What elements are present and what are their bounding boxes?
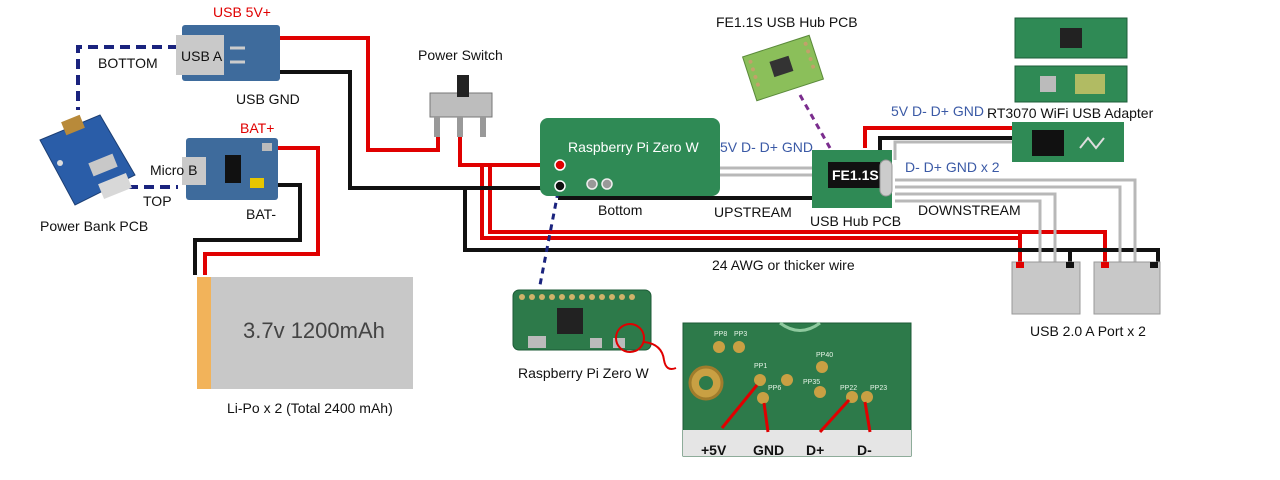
lipo-label: Li-Po x 2 (Total 2400 mAh)	[227, 400, 393, 416]
pp35-label: PP35	[803, 379, 820, 386]
bat-plus-label: BAT+	[240, 120, 274, 136]
rt3070-block	[1012, 122, 1124, 162]
pad-gnd-label: GND	[753, 442, 784, 458]
bat-minus-label: BAT-	[246, 206, 276, 222]
pp3-label: PP3	[734, 331, 747, 338]
usb-ports	[1011, 261, 1161, 315]
usb-hub-pcb-label: USB Hub PCB	[810, 213, 901, 229]
micro-b-label: Micro B	[150, 162, 197, 178]
pad-5v-label: +5V	[701, 442, 727, 458]
fe11s-pcb-title: FE1.1S USB Hub PCB	[716, 14, 858, 30]
power-bank-label: Power Bank PCB	[40, 218, 148, 234]
rt3070-label: RT3070 WiFi USB Adapter	[987, 105, 1154, 121]
pad-arrows	[720, 384, 872, 434]
pp8-label: PP8	[714, 331, 727, 338]
bottom-wire-label: BOTTOM	[98, 55, 158, 71]
lipo-battery	[197, 277, 413, 389]
rpi-zero-photo	[512, 289, 677, 370]
battery-capacity: 3.7v 1200mAh	[243, 318, 385, 343]
fe11s-chip-label: FE1.1S	[832, 167, 879, 183]
rt3070-photos	[1014, 17, 1128, 103]
usb-a-connector	[176, 35, 224, 75]
pad-dplus-label: D+	[806, 442, 824, 458]
rpi-photo-label: Raspberry Pi Zero W	[518, 365, 649, 381]
power-switch-label: Power Switch	[418, 47, 503, 63]
usb-a-label: USB A	[181, 48, 223, 64]
usb-5v-label: USB 5V+	[213, 4, 271, 20]
usb-ports-label: USB 2.0 A Port x 2	[1030, 323, 1146, 339]
rpi-zero-title: Raspberry Pi Zero W	[568, 139, 699, 155]
pp1-label: PP1	[754, 363, 767, 370]
usb-a-board	[176, 25, 280, 81]
pp23-label: PP23	[870, 385, 887, 392]
rpi-zero-block	[540, 118, 720, 196]
downstream-label: DOWNSTREAM	[918, 202, 1021, 218]
wifi-signal-label: 5V D- D+ GND	[891, 103, 984, 119]
power-switch	[429, 75, 493, 137]
test-pad-closeup	[682, 321, 912, 457]
fe11s-pcb-photo	[741, 34, 825, 102]
downstream-signal-label: D- D+ GND x 2	[905, 159, 1000, 175]
upstream-label: UPSTREAM	[714, 204, 792, 220]
pad-dminus-label: D-	[857, 442, 872, 458]
upstream-signal-label: 5V D- D+ GND	[720, 139, 813, 155]
usb-hub-block	[812, 150, 893, 208]
usb-gnd-label: USB GND	[236, 91, 300, 107]
powerbank-dashed-links	[76, 45, 178, 189]
pp40-label: PP40	[816, 352, 833, 359]
top-wire-label: TOP	[143, 193, 172, 209]
rpi-bottom-label: Bottom	[598, 202, 642, 218]
awg-label: 24 AWG or thicker wire	[712, 257, 855, 273]
pi-photo-link	[538, 191, 560, 286]
pp22-label: PP22	[840, 385, 857, 392]
pp6-label: PP6	[768, 385, 781, 392]
charger-board	[182, 138, 278, 200]
power-bank-pcb-photo	[39, 114, 136, 206]
